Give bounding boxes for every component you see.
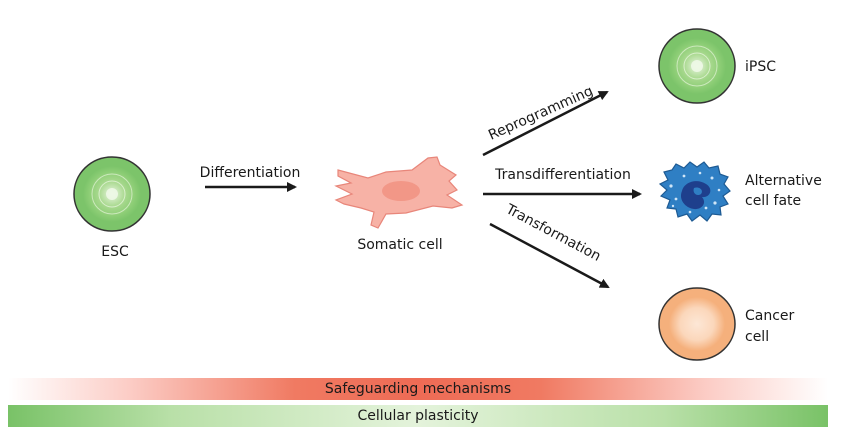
esc-cell: [73, 156, 151, 232]
safeguarding-mechanisms-bar: Safeguarding mechanisms: [8, 378, 828, 400]
differentiation-label: Differentiation: [200, 165, 301, 181]
alternative-cell-label-line1: Alternative: [745, 173, 822, 189]
ipsc-cell: [658, 28, 736, 104]
safeguarding-mechanisms-label: Safeguarding mechanisms: [324, 381, 512, 397]
reprogramming-arrow: [482, 90, 609, 157]
alternative-cell-label-line2: cell fate: [745, 193, 801, 209]
transformation-arrow: [489, 222, 610, 289]
ipsc-label: iPSC: [745, 59, 776, 75]
cancer-cell-label-line2: cell: [745, 329, 769, 345]
transformation-label: Transformation: [502, 201, 603, 265]
alternative-cell: [658, 161, 731, 222]
cellular-plasticity-label: Cellular plasticity: [357, 408, 479, 424]
transdifferentiation-label: Transdifferentiation: [494, 167, 631, 183]
cellular-plasticity-bar: Cellular plasticity: [8, 405, 828, 427]
cancer-cell: [658, 287, 736, 361]
somatic-cell-label: Somatic cell: [357, 237, 442, 253]
esc-label: ESC: [101, 244, 129, 260]
somatic-cell: [334, 156, 464, 229]
reprogramming-label: Reprogramming: [486, 83, 596, 143]
cancer-cell-label-line1: Cancer: [745, 308, 795, 324]
